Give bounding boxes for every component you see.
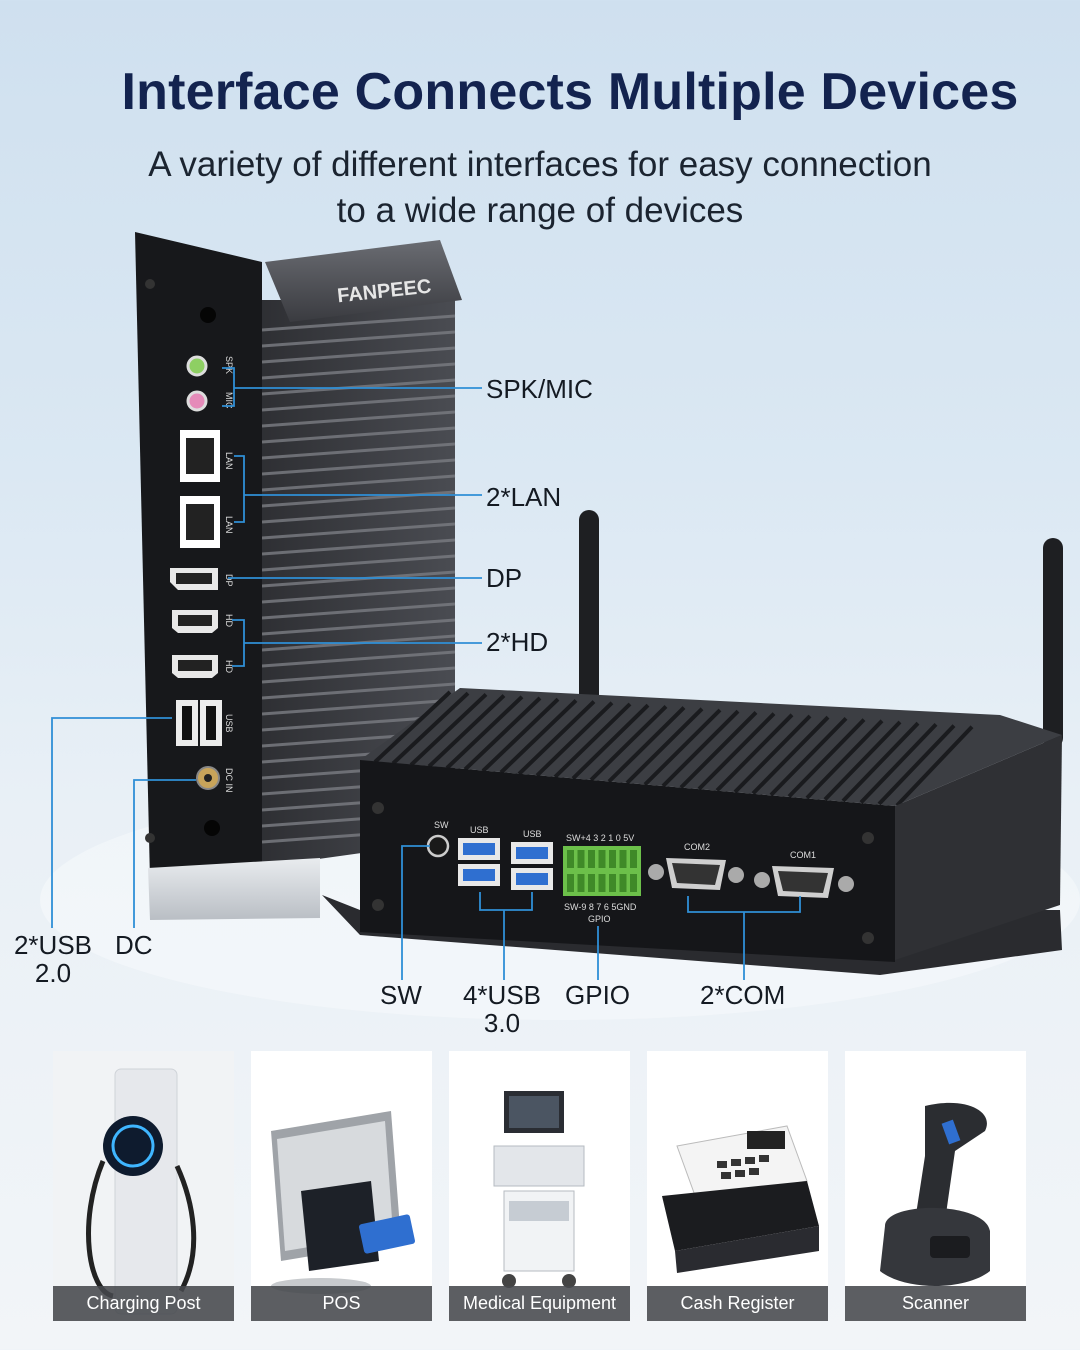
tile-medical: Medical Equipment — [449, 1051, 630, 1321]
ultrasound-machine-icon — [449, 1051, 630, 1321]
marking-sw: SW — [434, 820, 449, 830]
label-sw: SW — [380, 980, 422, 1010]
marking-spk: SPK — [224, 356, 234, 374]
label-hd: 2*HD — [486, 627, 549, 657]
tile-pos: POS — [251, 1051, 432, 1321]
marking-gpio: GPIO — [588, 914, 611, 924]
power-switch-icon — [426, 834, 450, 858]
headline: Interface Connects Multiple Devices — [121, 63, 1019, 121]
marking-com2: COM2 — [684, 842, 710, 852]
marking-lan: LAN — [224, 452, 234, 470]
label-usb3: 4*USB 3.0 — [454, 981, 550, 1037]
label-usb3-line1: 4*USB — [462, 980, 542, 1010]
stand-base — [148, 858, 320, 920]
usb3-port-icon — [516, 847, 548, 859]
label-spk-mic: SPK/MIC — [486, 374, 593, 404]
tile-caption: Scanner — [845, 1286, 1026, 1321]
label-usb3-line2: 3.0 — [483, 1008, 521, 1038]
top-cap — [265, 240, 462, 322]
vertical-unit: /* fins drawn below by script */ FANPEEC — [135, 232, 462, 920]
pos-terminal-icon — [251, 1051, 432, 1321]
speaker-jack-icon — [186, 355, 208, 377]
mic-jack-icon — [186, 390, 208, 412]
marking-dp: DP — [224, 574, 234, 587]
label-gpio: GPIO — [565, 980, 631, 1010]
antenna-icon — [579, 510, 599, 710]
application-tiles: Charging Post POS Medical Equipment — [53, 1051, 1027, 1321]
label-com: 2*COM — [700, 980, 786, 1010]
label-dc: DC — [115, 930, 153, 960]
tile-cash-register: Cash Register — [647, 1051, 828, 1321]
tile-scanner: Scanner — [845, 1051, 1026, 1321]
tile-charging-post: Charging Post — [53, 1051, 234, 1321]
usb3-port-icon — [516, 873, 548, 885]
label-usb2-line1: 2*USB — [13, 930, 93, 960]
marking-usb: USB — [224, 714, 234, 733]
marking-lan: LAN — [224, 516, 234, 534]
label-usb2-line2: 2.0 — [34, 958, 72, 988]
subline-line1: A variety of different interfaces for ea… — [148, 145, 932, 184]
tile-caption: Medical Equipment — [449, 1286, 630, 1321]
usb3-port-icon — [463, 869, 495, 881]
tile-caption: POS — [251, 1286, 432, 1321]
callout-lines — [51, 367, 801, 980]
barcode-scanner-icon — [845, 1051, 1026, 1321]
tile-caption: Charging Post — [53, 1286, 234, 1321]
tile-caption: Cash Register — [647, 1286, 828, 1321]
usb3-port-icon — [463, 843, 495, 855]
subline: A variety of different interfaces for ea… — [120, 142, 960, 234]
marking-gpio-bottom: SW-9 8 7 6 5GND — [564, 902, 637, 912]
marking-usb3a: USB — [470, 825, 489, 835]
device-illustration: /* fins drawn below by script */ FANPEEC — [51, 232, 1063, 980]
marking-usb3b: USB — [523, 829, 542, 839]
charging-post-icon — [53, 1051, 234, 1321]
subline-line2: to a wide range of devices — [336, 191, 744, 230]
marking-hd: HD — [224, 660, 234, 673]
marking-hd: HD — [224, 614, 234, 627]
label-lan: 2*LAN — [486, 482, 562, 512]
marking-gpio-top: SW+4 3 2 1 0 5V — [566, 833, 634, 843]
marking-dcin: DC IN — [224, 768, 234, 793]
label-dp: DP — [486, 563, 523, 593]
cash-register-icon — [647, 1051, 828, 1321]
marking-mic: MIC — [224, 392, 234, 409]
antenna-icon — [1043, 538, 1063, 748]
marking-com1: COM1 — [790, 850, 816, 860]
label-usb2: 2*USB 2.0 — [8, 931, 98, 987]
